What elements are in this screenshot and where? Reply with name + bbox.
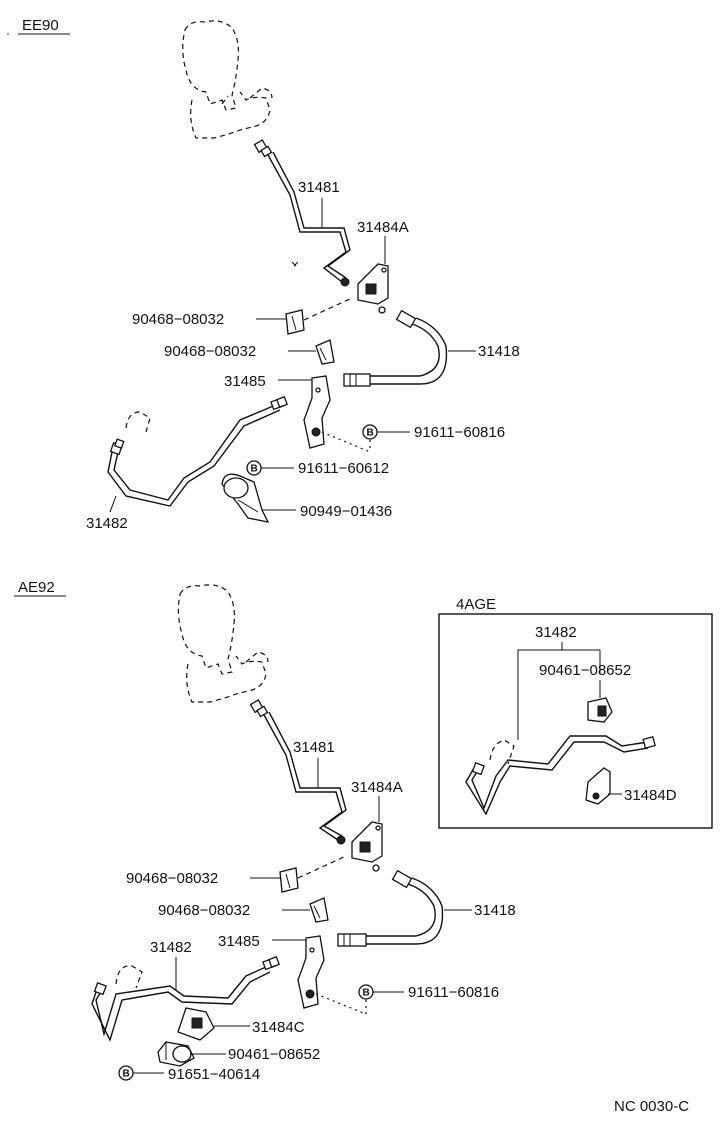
dashed-guide (297, 855, 347, 879)
inset-frame (438, 613, 713, 829)
label-90468-a: 90468−08032 (132, 311, 224, 328)
bolt-marker: B (362, 424, 378, 440)
master-cylinder-outline (177, 584, 269, 703)
bolt-marker: B (358, 984, 374, 1000)
label-90949-01436: 90949−01436 (300, 503, 392, 520)
clip-90468-b (315, 339, 335, 365)
dotted-guide (315, 993, 367, 1015)
section-ae92: AE92 31481 31484A (14, 579, 516, 1083)
label-31484C: 31484C (252, 1019, 305, 1036)
inset-title-4age: 4AGE (456, 596, 496, 613)
leader-31482-fork (517, 649, 601, 690)
label-31482: 31482 (86, 515, 128, 532)
label-31485: 31485 (224, 373, 266, 390)
label-31481: 31481 (293, 739, 335, 756)
label-90468-b: 90468−08032 (164, 343, 256, 360)
brake-line-31482 (107, 396, 288, 507)
clip-90468-a (279, 867, 299, 893)
bolt-letter: B (367, 428, 374, 439)
bolt-marker: B (246, 460, 262, 476)
leader-31482 (109, 495, 117, 513)
clamp-90949 (221, 473, 270, 523)
bracket-31484A (357, 263, 389, 314)
brake-line-31481 (253, 139, 351, 287)
label-31485: 31485 (218, 933, 260, 950)
brake-line-31482 (91, 956, 280, 1042)
brake-line-31482 (465, 735, 656, 816)
bolt-letter: B (251, 464, 258, 475)
flex-hose-31418 (337, 869, 444, 947)
bracket-31484D (585, 767, 611, 805)
label-31484D: 31484D (624, 787, 677, 804)
bracket-31484C (177, 1007, 215, 1041)
label-90468-a: 90468−08032 (126, 870, 218, 887)
label-31482: 31482 (535, 624, 577, 641)
label-91611-60612: 91611−60612 (298, 460, 389, 477)
bracket-31485 (303, 375, 331, 449)
label-31418: 31418 (478, 343, 520, 360)
label-90468-b: 90468−08032 (158, 902, 250, 919)
label-90461-08652: 90461−08652 (539, 662, 631, 679)
section-title-ee90: EE90 (22, 17, 59, 34)
clamp-90461 (157, 1041, 195, 1067)
label-91651-40614: 91651−40614 (168, 1066, 260, 1083)
footer-code: NC 0030-C (614, 1098, 689, 1115)
label-91611-60816: 91611−60816 (408, 984, 499, 1001)
bracket-31485 (297, 935, 325, 1009)
clamp-90461 (587, 697, 613, 723)
inset-4age: 4AGE 31482 90461−08652 31484D (438, 596, 713, 829)
flex-hose-31418 (343, 309, 448, 387)
label-31418: 31418 (474, 902, 516, 919)
label-31481: 31481 (298, 179, 340, 196)
label-91611-60816: 91611−60816 (414, 424, 505, 441)
dashed-guide (303, 297, 353, 321)
bracket-31484A (351, 821, 383, 872)
dotted-guide (321, 431, 371, 453)
clip-90468-b (309, 897, 329, 923)
bolt-letter: B (363, 988, 370, 999)
bolt-letter: B (123, 1069, 130, 1080)
clip-90468-a (285, 309, 305, 335)
bolt-marker: B (118, 1065, 134, 1081)
master-cylinder-outline (182, 20, 273, 139)
section-ee90: EE90 31481 31484A (7, 17, 520, 532)
speck (7, 33, 9, 35)
section-title-ae92: AE92 (18, 579, 55, 596)
speck (291, 261, 299, 267)
label-31482: 31482 (150, 939, 192, 956)
label-90461-08652: 90461−08652 (228, 1046, 320, 1063)
label-31484A: 31484A (357, 219, 409, 236)
brake-line-31481 (249, 699, 347, 845)
label-31484A: 31484A (351, 779, 403, 796)
